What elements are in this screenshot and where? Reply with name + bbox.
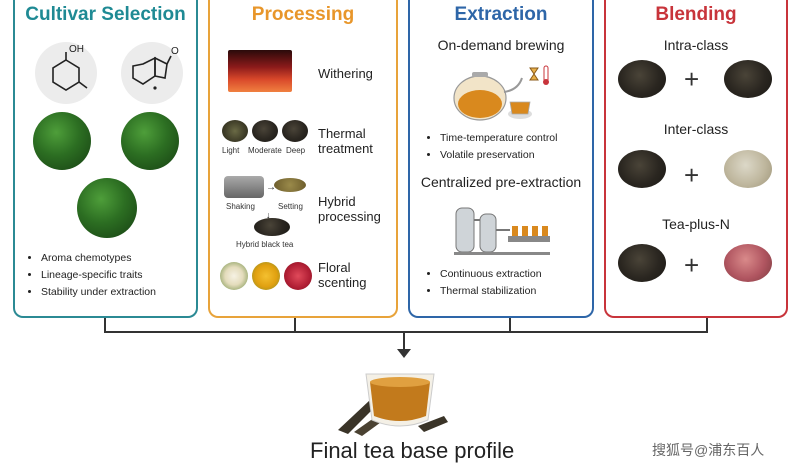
- connector-line: [104, 318, 106, 332]
- withering-lamp-icon: [228, 50, 292, 92]
- processing-panel: Processing Withering Light Moderate Deep…: [208, 0, 398, 318]
- final-profile-caption: Final tea base profile: [310, 438, 515, 463]
- black-tea-heap-icon: [724, 60, 772, 98]
- jasmine-flowers-icon: [220, 262, 248, 290]
- connector-line: [104, 331, 708, 333]
- light-label: Light: [222, 146, 240, 155]
- on-demand-brewing-heading: On-demand brewing: [437, 37, 565, 53]
- pre-extraction-bullet-list: Continuous extraction Thermal stabilizat…: [424, 266, 542, 300]
- thermal-treatment-label: Thermal treatment: [318, 126, 373, 156]
- tea-leaf-photo-icon: [77, 178, 137, 238]
- arrow-down-icon: ↓: [266, 210, 271, 220]
- black-tea-heap-icon: [618, 60, 666, 98]
- extraction-panel: Extraction On-demand brewing Time-temper…: [408, 0, 594, 318]
- processing-title: Processing: [251, 4, 355, 25]
- black-tea-heap-icon: [618, 150, 666, 188]
- arrow-down-icon: [397, 349, 411, 358]
- extraction-title: Extraction: [454, 4, 548, 25]
- connector-line: [403, 331, 405, 351]
- lactone-structure-icon: O: [121, 42, 183, 104]
- cyclohexanol-structure-icon: OH: [35, 42, 97, 104]
- light-roast-heap-icon: [222, 120, 248, 142]
- blending-panel: Blending Intra-class + Inter-class + Tea…: [604, 0, 788, 318]
- withering-label: Withering: [318, 66, 373, 81]
- centralized-pre-extraction-heading: Centralized pre-extraction: [420, 174, 582, 190]
- moderate-label: Moderate: [248, 146, 282, 155]
- shaking-label: Shaking: [226, 202, 255, 211]
- cultivar-bullet: Stability under extraction: [41, 284, 156, 301]
- blending-title: Blending: [655, 4, 737, 25]
- setting-label: Setting: [278, 202, 303, 211]
- tea-plus-n-label: Tea-plus-N: [662, 216, 730, 232]
- cultivar-bullet-list: Aroma chemotypes Lineage-specific traits…: [25, 250, 156, 301]
- tea-leaf-photo-icon: [121, 112, 179, 170]
- floral-scenting-label: Floral scenting: [318, 260, 367, 290]
- cultivar-selection-title: Cultivar Selection: [25, 4, 186, 25]
- cultivar-selection-panel: Cultivar Selection OH O Aroma chemotypes…: [13, 0, 198, 318]
- tea-leaf-photo-icon: [33, 112, 91, 170]
- brewing-bullet: Volatile preservation: [440, 147, 557, 164]
- connector-line: [706, 318, 708, 332]
- hybrid-processing-label: Hybrid processing: [318, 194, 381, 224]
- plus-icon: +: [684, 250, 700, 280]
- arrow-right-icon: →: [266, 182, 276, 193]
- brewing-illustration: [446, 62, 558, 124]
- tea-cup-icon: [318, 360, 462, 436]
- watermark-text: 搜狐号@浦东百人: [652, 442, 765, 458]
- extraction-plant-icon: [450, 200, 554, 260]
- cultivar-bullet: Aroma chemotypes: [41, 250, 156, 267]
- connector-line: [509, 318, 511, 332]
- deep-roast-heap-icon: [282, 120, 308, 142]
- inter-class-label: Inter-class: [663, 121, 729, 137]
- plus-icon: +: [684, 64, 700, 94]
- rosebud-heap-icon: [724, 244, 772, 282]
- brewing-bullet-list: Time-temperature control Volatile preser…: [424, 130, 557, 164]
- o-label: O: [171, 46, 179, 57]
- rose-flowers-icon: [284, 262, 312, 290]
- white-tea-heap-icon: [724, 150, 772, 188]
- deep-label: Deep: [286, 146, 306, 155]
- plus-icon: +: [684, 160, 700, 190]
- osmanthus-flowers-icon: [252, 262, 280, 290]
- cultivar-bullet: Lineage-specific traits: [41, 267, 156, 284]
- intra-class-label: Intra-class: [663, 37, 729, 53]
- hybrid-black-tea-heap-icon: [254, 218, 290, 236]
- oh-label: OH: [69, 44, 84, 55]
- connector-line: [294, 318, 296, 332]
- pre-extraction-bullet: Continuous extraction: [440, 266, 542, 283]
- pre-extraction-bullet: Thermal stabilization: [440, 283, 542, 300]
- moderate-roast-heap-icon: [252, 120, 278, 142]
- setting-tray-icon: [274, 178, 306, 192]
- hybrid-black-tea-label: Hybrid black tea: [236, 240, 294, 249]
- black-tea-heap-icon: [618, 244, 666, 282]
- brewing-bullet: Time-temperature control: [440, 130, 557, 147]
- shaking-drum-icon: [224, 176, 264, 198]
